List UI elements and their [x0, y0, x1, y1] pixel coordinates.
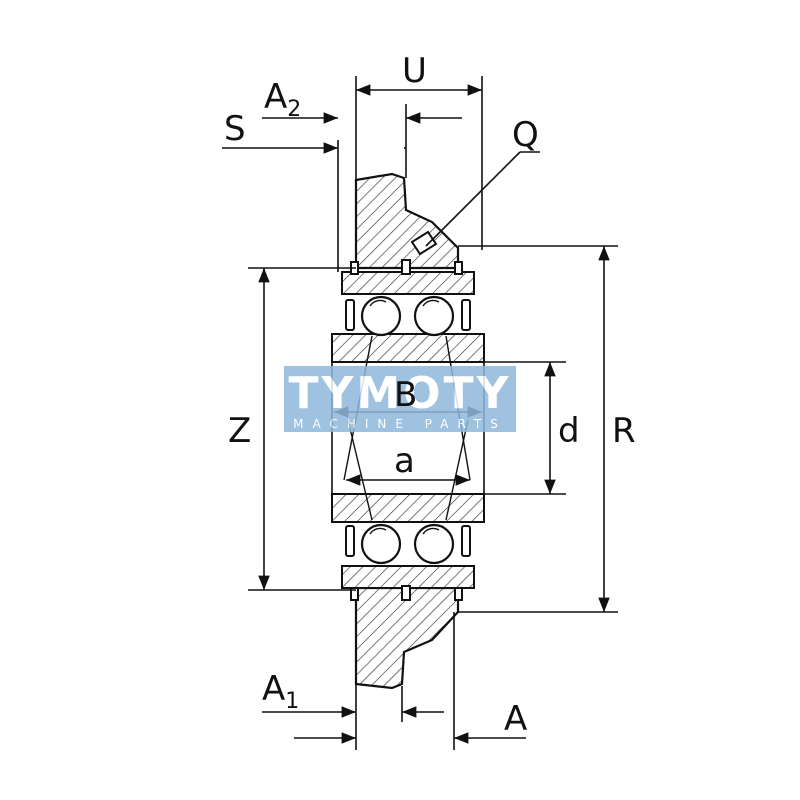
watermark-title: TYMOTY — [289, 368, 512, 419]
outer-ring-bottom — [341, 565, 475, 589]
outer-ring-top — [341, 271, 475, 295]
label-A2: A2 — [264, 77, 301, 122]
label-Q: Q — [512, 115, 539, 155]
watermark-subtitle: MACHINE PARTS — [293, 417, 507, 431]
grease-nipple — [401, 230, 438, 601]
label-A1: A1 — [262, 669, 299, 714]
label-A: A — [504, 699, 527, 739]
label-B: B — [394, 375, 417, 415]
housing-top — [354, 172, 460, 270]
housing-bottom — [354, 586, 460, 690]
dimension-lines — [222, 84, 610, 744]
inner-ring-bottom — [331, 493, 485, 523]
label-R: R — [612, 411, 636, 451]
label-a: a — [394, 441, 415, 481]
label-d: d — [558, 411, 580, 451]
rolling-balls — [360, 295, 455, 565]
label-Z: Z — [228, 411, 251, 451]
seals — [345, 299, 471, 557]
label-S: S — [224, 109, 246, 149]
label-U: U — [402, 51, 427, 91]
inner-ring-top — [331, 333, 485, 363]
watermark: TYMOTY MACHINE PARTS — [284, 366, 516, 432]
